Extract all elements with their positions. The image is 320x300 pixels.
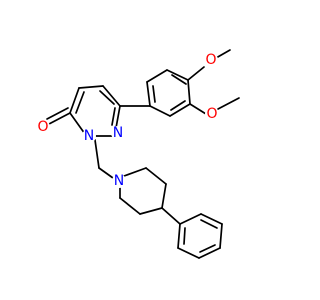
- methoxy-group-side: [189, 97, 240, 115]
- molecule-structure: O O N N O N: [36, 49, 240, 259]
- piperidine-nitrogen-label: N: [112, 173, 126, 189]
- carbonyl-oxygen-text: O: [37, 119, 48, 135]
- ring-nitrogen-1-label: N: [82, 128, 96, 144]
- molecule-canvas: O O N N O N: [36, 49, 240, 259]
- piperidine-phenyl-bond: [161, 207, 181, 225]
- ring-nitrogen-2-text: N: [113, 125, 123, 141]
- piperidine-ring: [119, 167, 167, 215]
- methoxy-oxygen-side-text: O: [206, 106, 217, 122]
- methoxy-oxygen-side-label: O: [205, 106, 219, 122]
- carbonyl-oxygen-label: O: [36, 119, 50, 135]
- ring-nitrogen-2-label: N: [111, 125, 125, 141]
- phenyl-ring: [177, 213, 223, 259]
- methoxy-group-top: [187, 49, 231, 81]
- methylene-bridge: [94, 139, 114, 179]
- pyridazinone-ring: [46, 85, 121, 137]
- dimethoxyphenyl-ring: [146, 69, 191, 117]
- methoxy-oxygen-top-label: O: [204, 52, 218, 68]
- ring-nitrogen-1-text: N: [84, 128, 94, 144]
- piperidine-nitrogen-text: N: [114, 173, 124, 189]
- atom-labels: O O N N O N: [36, 52, 219, 189]
- methoxy-oxygen-top-text: O: [205, 52, 216, 68]
